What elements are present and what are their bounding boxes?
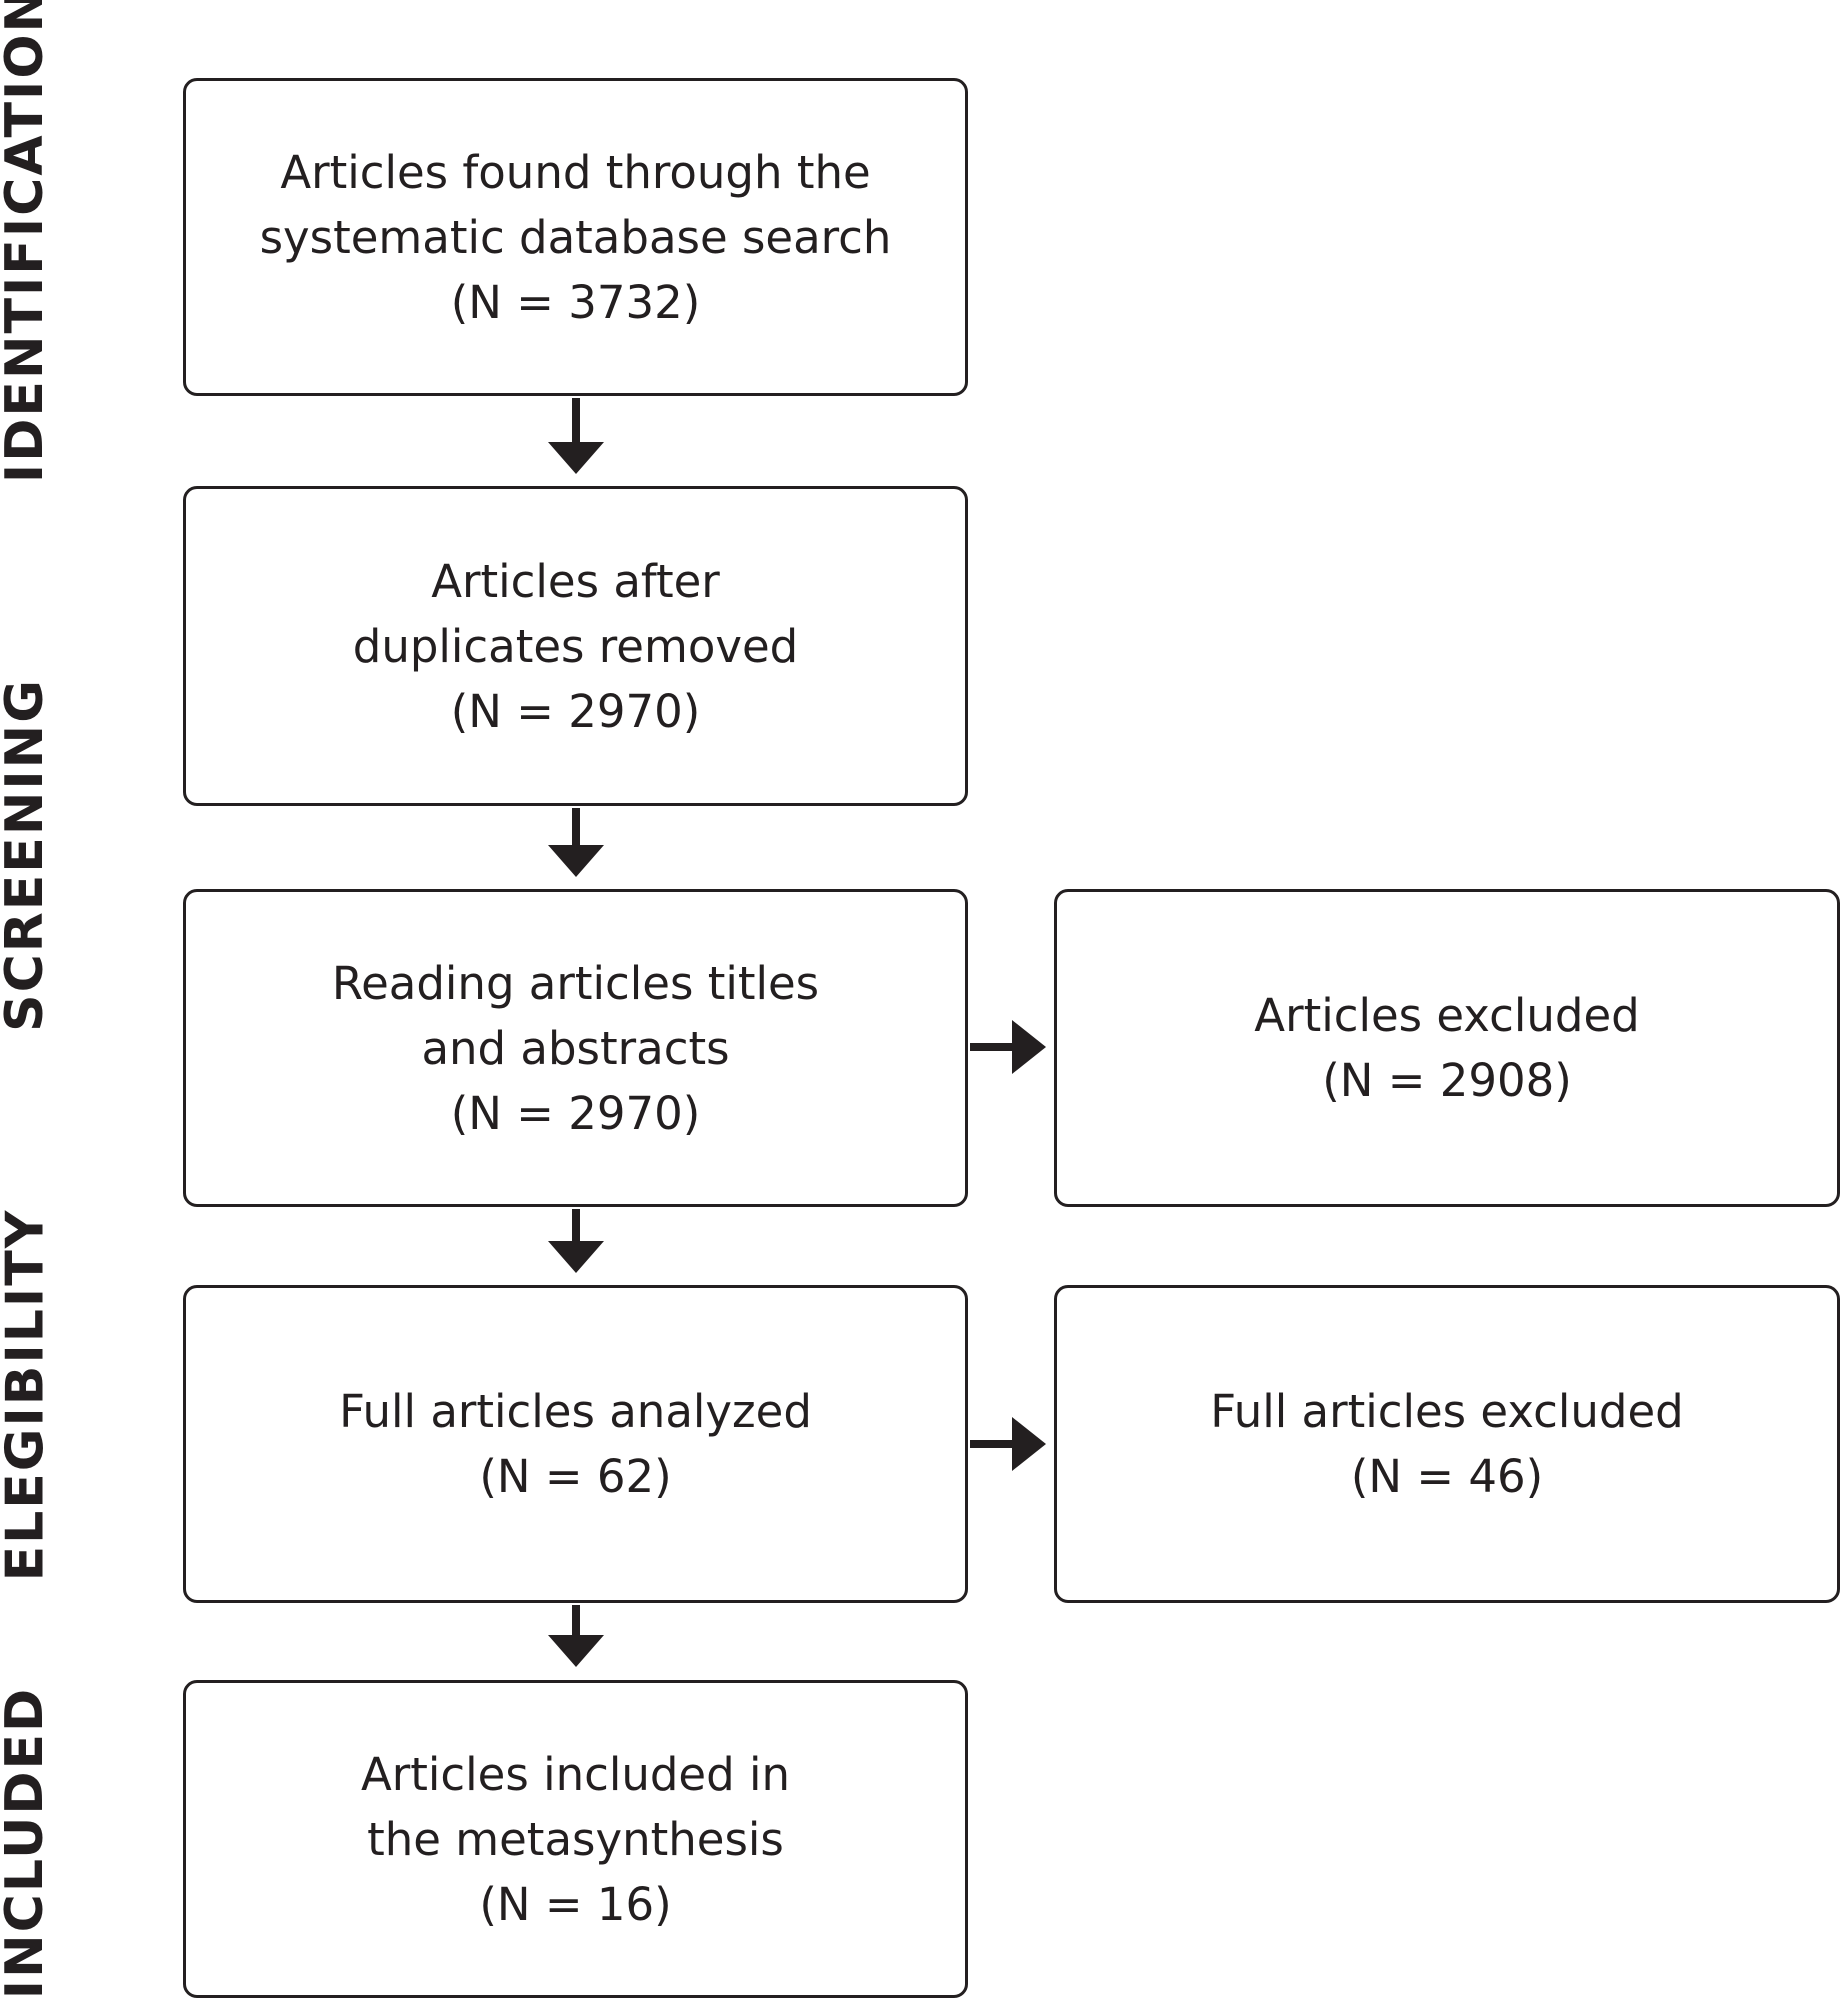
arrow-right-reading-to-excluded [970,1020,1046,1074]
box-dedup-count: (N = 2970) [450,684,701,738]
box-search-line-1: Articles found through the [280,145,871,199]
box-dedup-line-2: duplicates removed [352,619,799,673]
box-excluded-count: (N = 2908) [1322,1054,1572,1107]
box-included-line-2: the metasynthesis [367,1812,784,1866]
arrow-right-full-analyzed-to-full-excluded [970,1417,1046,1471]
box-included-line-1: Articles included in [360,1747,791,1801]
box-included-count: (N = 16) [479,1877,672,1931]
phase-label-identification: IDENTIFICATION [0,0,55,484]
phase-label-included: INCLUDED [0,1686,56,1999]
arrow-down-reading-to-full-analyzed [548,1209,604,1273]
box-search-results: Articles found through the systematic da… [183,78,968,396]
box-full-articles-analyzed: Full articles analyzed (N = 62) [183,1285,968,1603]
box-reading-line-2: and abstracts [421,1021,730,1075]
phase-label-screening: SCREENING [0,678,56,1032]
box-search-line-2: systematic database search [259,210,892,264]
box-full-analyzed-count: (N = 62) [479,1450,672,1503]
box-reading-count: (N = 2970) [450,1086,701,1140]
box-full-articles-excluded: Full articles excluded (N = 46) [1054,1285,1840,1603]
box-duplicates-removed: Articles after duplicates removed (N = 2… [183,486,968,806]
arrow-down-full-analyzed-to-included [548,1605,604,1667]
box-reading-titles-abstracts: Reading articles titles and abstracts (N… [183,889,968,1207]
box-full-excluded-count: (N = 46) [1350,1450,1544,1503]
box-articles-included: Articles included in the metasynthesis (… [183,1680,968,1998]
box-search-count: (N = 3732) [450,275,701,329]
box-dedup-line-1: Articles after [431,554,720,608]
phase-label-elegibility: ELEGIBILITY [0,1208,56,1582]
arrow-down-search-to-dedup [548,398,604,474]
box-full-analyzed-line-1: Full articles analyzed [339,1385,812,1438]
box-full-excluded-line-1: Full articles excluded [1210,1385,1684,1438]
arrow-down-dedup-to-reading [548,808,604,877]
box-articles-excluded: Articles excluded (N = 2908) [1054,889,1840,1207]
box-reading-line-1: Reading articles titles [331,956,820,1010]
box-excluded-line-1: Articles excluded [1254,989,1640,1042]
